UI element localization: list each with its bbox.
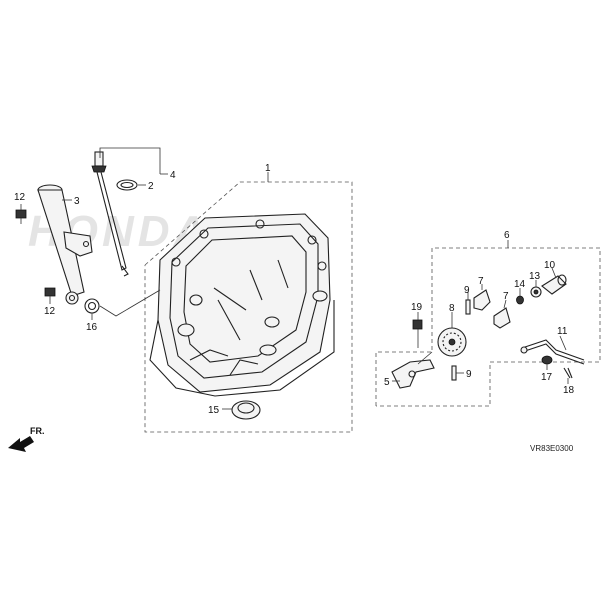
washer-part-14 (516, 288, 524, 305)
washer-part-17 (541, 355, 553, 370)
leader-to-cover (99, 289, 161, 317)
clip-part-18 (563, 367, 573, 384)
holder-part-10 (541, 267, 567, 295)
leader-4-bracket (99, 147, 161, 174)
callout-13: 13 (529, 271, 541, 282)
pin-part-9-upper (465, 292, 471, 315)
callout-4: 4 (170, 170, 176, 181)
weight-part-7-left (473, 284, 491, 311)
callout-5: 5 (384, 377, 390, 388)
o-ring-part-2 (116, 179, 138, 191)
part-1-group-frame (144, 181, 353, 433)
front-arrow-label: FR. (30, 426, 45, 436)
bolt-part-12-lower (44, 287, 56, 304)
callout-9b: 9 (466, 369, 472, 380)
callout-6: 6 (504, 230, 510, 241)
bolt-part-19 (412, 312, 423, 348)
callout-17: 17 (541, 372, 553, 383)
callouts: 1 2 3 4 5 6 7 7 8 9 9 10 11 12 12 13 14 … (14, 163, 575, 416)
callout-11: 11 (557, 326, 568, 337)
pin-part-9-lower (451, 365, 464, 381)
callout-18: 18 (563, 385, 575, 396)
governor-arm-part-5 (391, 351, 435, 389)
o-ring-part-16 (84, 298, 100, 320)
weight-part-7-right (493, 299, 511, 329)
callout-2: 2 (148, 181, 154, 192)
callout-9a: 9 (464, 285, 470, 296)
callout-3: 3 (74, 196, 80, 207)
callout-7a: 7 (478, 276, 484, 287)
callout-12a: 12 (14, 192, 26, 203)
bolt-part-12-upper (15, 204, 27, 224)
callout-8: 8 (449, 303, 455, 314)
callout-16: 16 (86, 322, 98, 333)
governor-gear-part-8 (437, 312, 467, 357)
callout-12b: 12 (44, 306, 56, 317)
callout-10: 10 (544, 260, 556, 271)
callout-19: 19 (411, 302, 423, 313)
callout-7b: 7 (503, 291, 509, 302)
dipstick-part-4 (91, 151, 129, 277)
part-6-group-frame (375, 247, 601, 407)
callout-14: 14 (514, 279, 526, 290)
callout-15: 15 (208, 405, 220, 416)
crankcase-cover (149, 213, 335, 397)
diagram-ref-code: VR83E0300 (530, 444, 574, 453)
front-arrow-icon (8, 436, 34, 452)
callout-1: 1 (265, 163, 271, 174)
oil-seal-part-15 (222, 400, 261, 420)
governor-shaft-part-11 (520, 335, 585, 365)
oil-filler-tube-part-3 (37, 184, 93, 305)
washer-part-13 (530, 280, 542, 298)
